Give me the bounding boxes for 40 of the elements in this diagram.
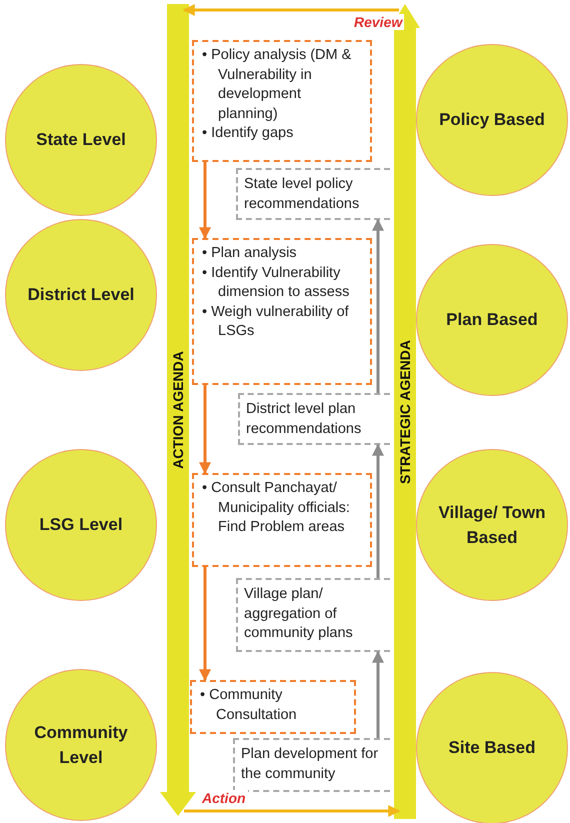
agenda-label: ACTION AGENDA (170, 351, 186, 469)
level-label: Policy Based (438, 109, 546, 132)
arrow (199, 567, 211, 682)
level-label: District Level (26, 284, 136, 306)
action-agenda-arrow (160, 4, 196, 816)
arrow (372, 650, 384, 738)
arrow (199, 162, 211, 240)
level-label: State Level (35, 129, 127, 152)
edge-label: Action (200, 790, 248, 806)
action-step-box (192, 40, 372, 162)
bullet-item: • Identify Vulnerability dimension to assess (202, 264, 350, 302)
arrow (184, 805, 400, 817)
output-text: State level policy recommendations (244, 175, 360, 214)
level-label: Site Based (448, 737, 536, 760)
agenda-label: STRATEGIC AGENDA (397, 340, 413, 484)
bullet-item: • Community Consultation (200, 686, 298, 725)
arrow (182, 4, 399, 16)
output-text: Plan development for the community (241, 745, 380, 784)
bullet-item: • Policy analysis (DM & Vulnerability in development planning) (202, 46, 352, 124)
action-step-box (192, 473, 372, 567)
arrow (199, 385, 211, 474)
arrow (372, 444, 384, 578)
output-box (236, 168, 390, 220)
output-text: Village plan/ aggregation of community plans (244, 585, 354, 644)
bullet-item: • Plan analysis (202, 244, 298, 263)
output-text: District level plan recommendations (246, 400, 362, 439)
level-label: Village/ Town Based (437, 502, 547, 549)
output-box (238, 393, 390, 445)
bullet-item: • Identify gaps (202, 124, 294, 144)
level-label: Community Level (33, 722, 129, 769)
action-step-box (192, 238, 372, 385)
bullet-item: • Weigh vulnerability of LSGs (202, 302, 350, 342)
level-label: Plan Based (445, 309, 539, 332)
bullet-item: • Consult Panchayat/ Municipality officials: Find Problem areas (202, 479, 351, 538)
edge-label: Review (352, 14, 404, 30)
arrow (372, 218, 384, 393)
output-box (236, 578, 390, 652)
output-box (233, 738, 390, 792)
level-label: LSG Level (38, 514, 124, 536)
action-step-box (190, 680, 356, 734)
